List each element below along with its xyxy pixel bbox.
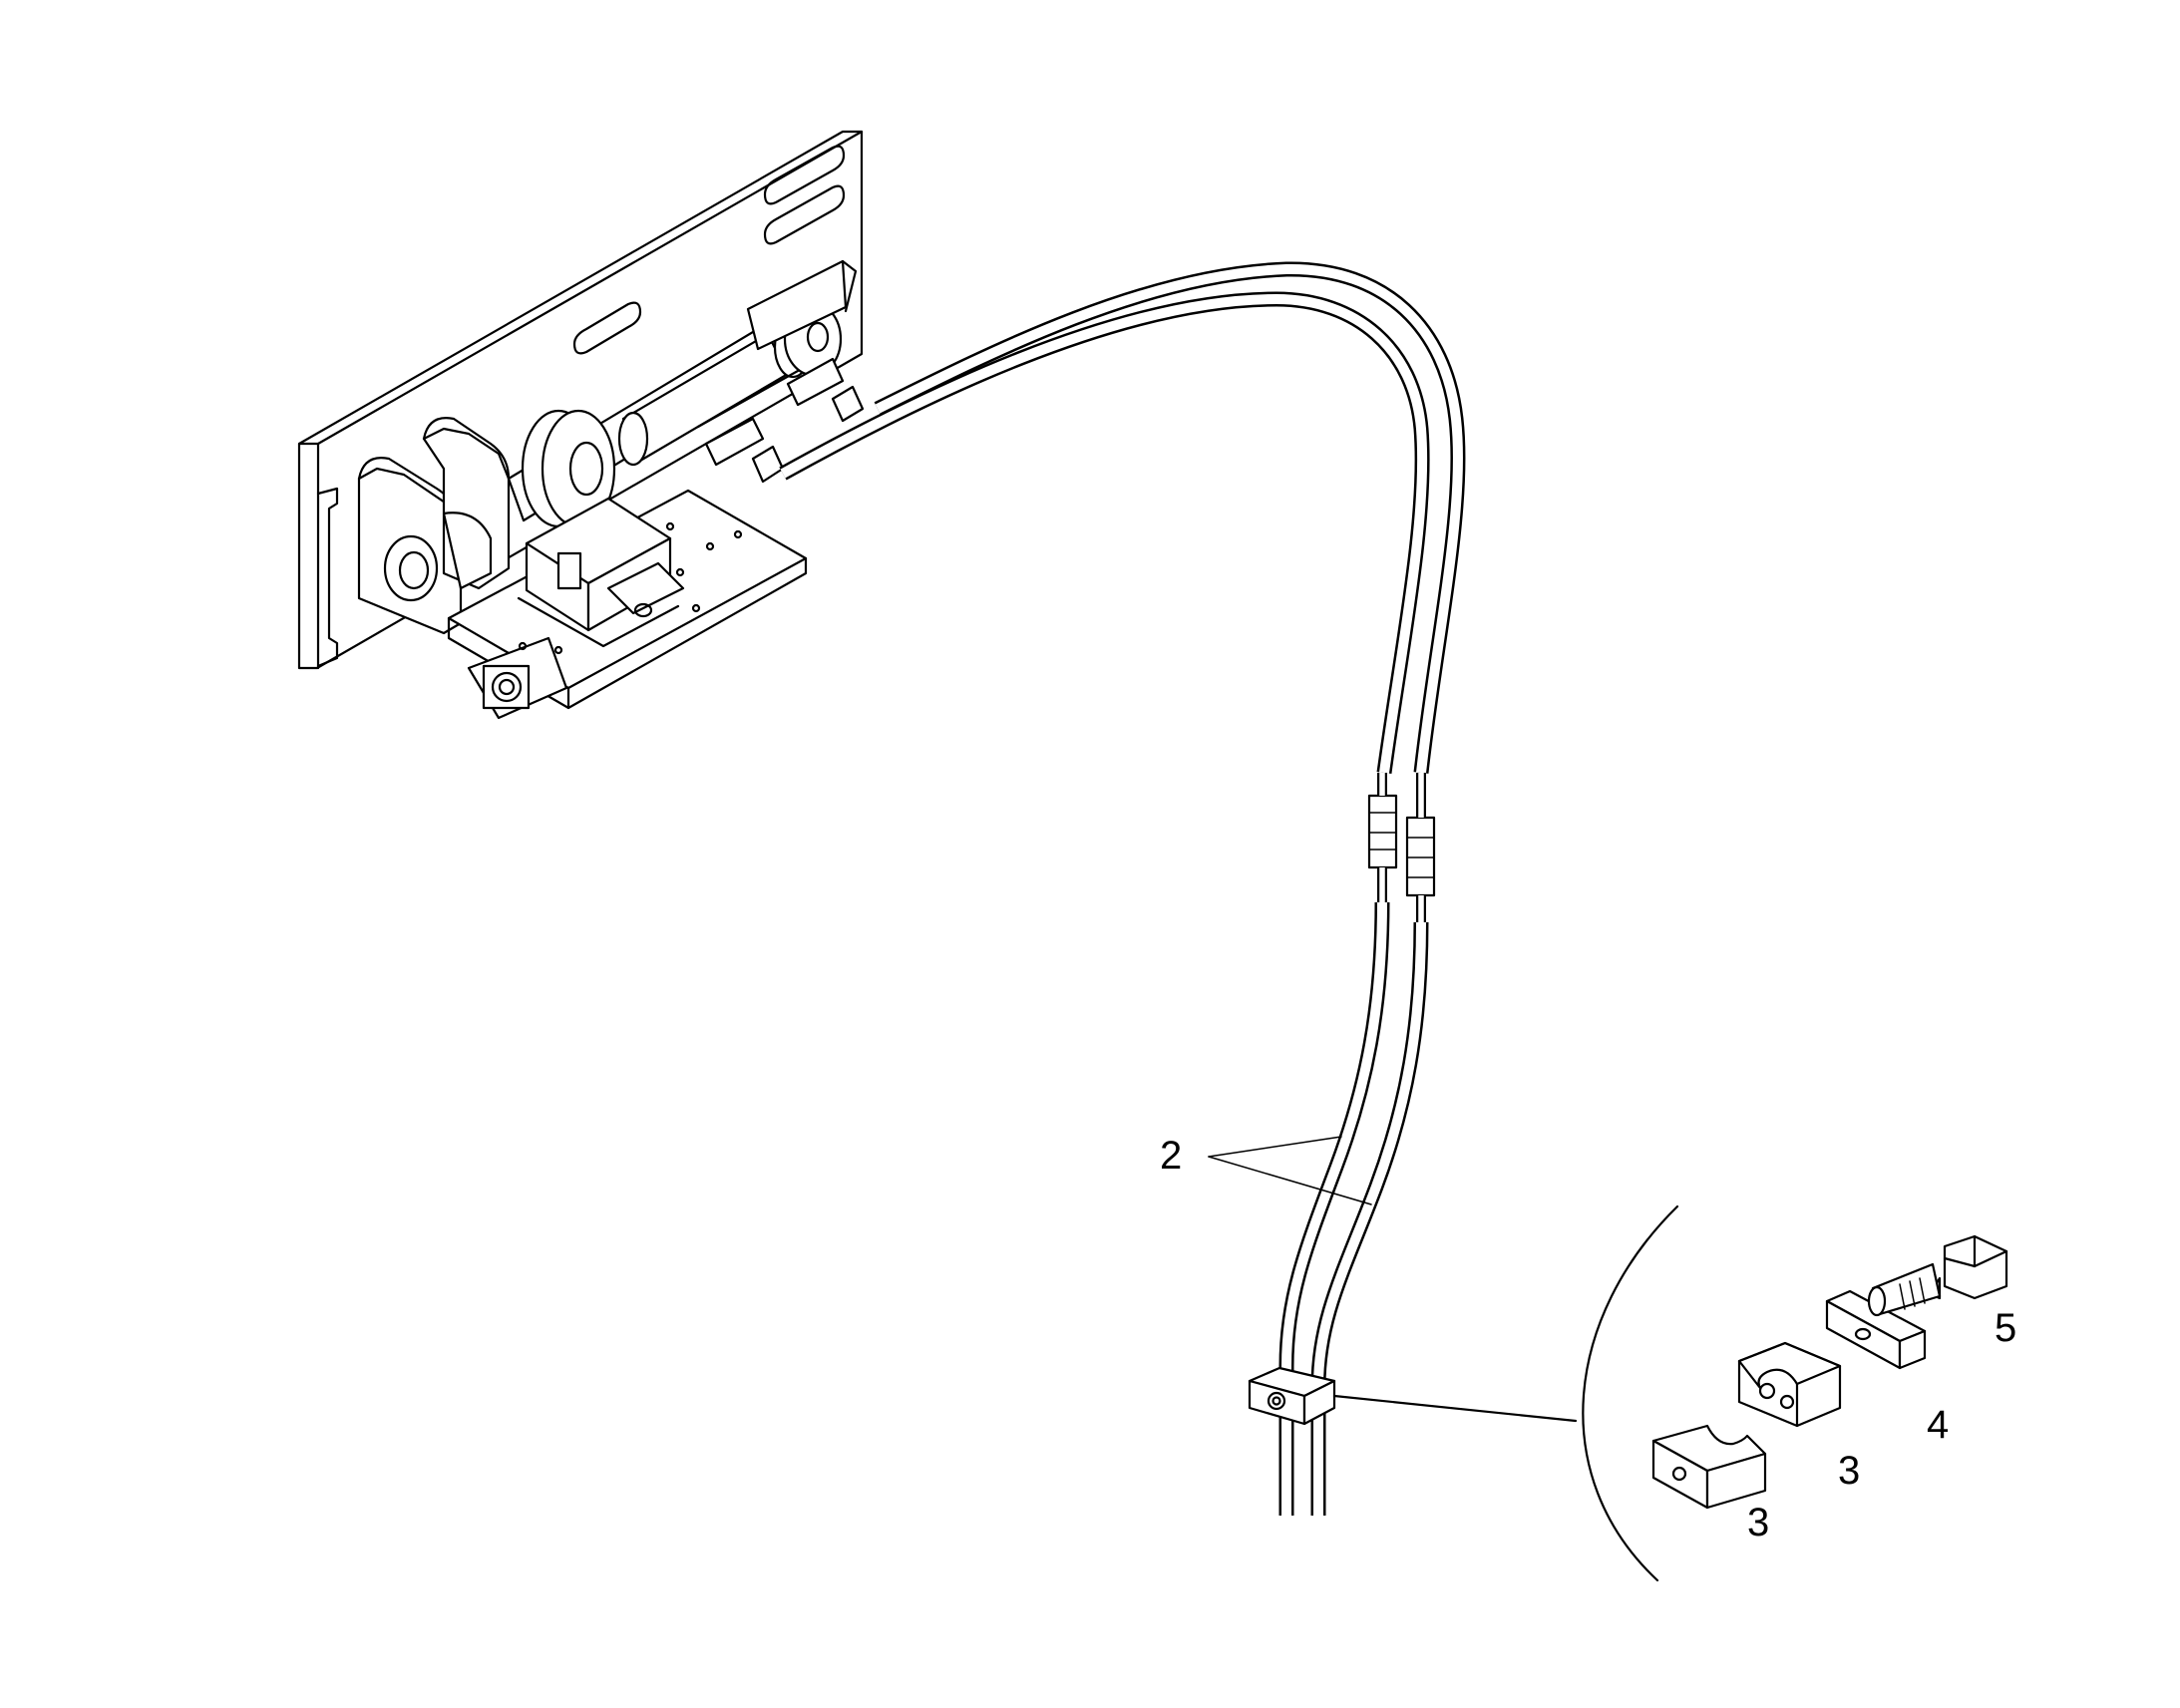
hose-lines [779,261,1466,1516]
callout-cover-plate: 4 [1927,1403,1949,1447]
hose-leader-lower [1208,1156,1372,1205]
callout-clamp-half-upper: 3 [1838,1449,1860,1493]
callout-hose: 2 [1160,1134,1182,1178]
callout-bolt: 5 [1995,1306,2016,1350]
bolt-part [1867,1234,2008,1317]
cylinder-fittings [696,357,865,484]
hinge-brackets [357,417,511,635]
detail-view [1332,1204,1679,1582]
clamp-half-upper-part [1737,1341,1842,1428]
clamp-half-lower-part [1651,1424,1767,1510]
hose-leader-upper [1208,1136,1342,1158]
hydraulic-cylinder [507,259,858,528]
callout-clamp-half-lower: 3 [1747,1501,1769,1544]
installed-clamp [1248,1366,1336,1426]
base-plate [447,489,808,720]
